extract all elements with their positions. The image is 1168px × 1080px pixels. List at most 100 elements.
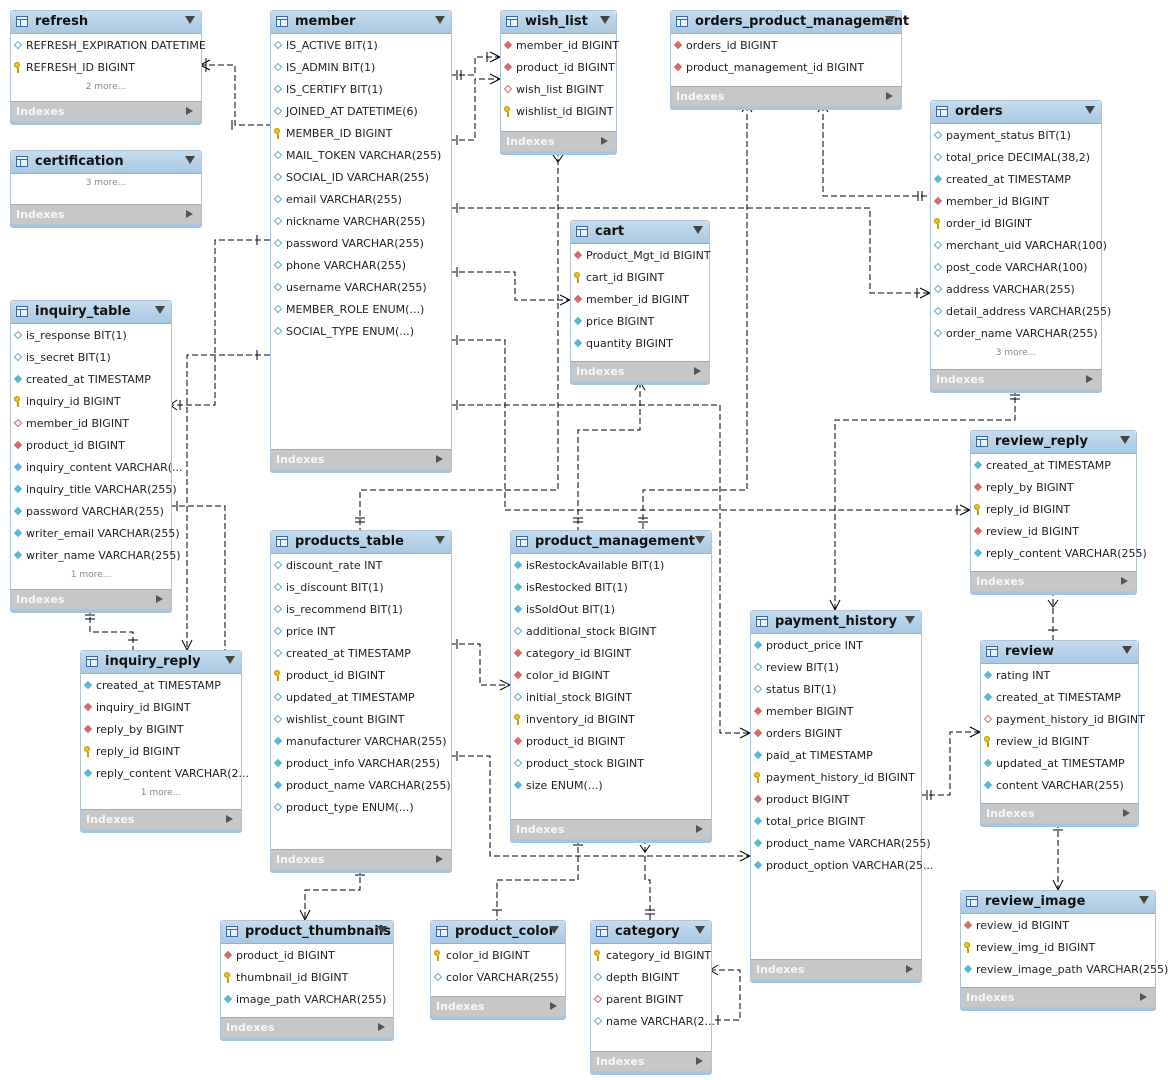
column-row[interactable]: additional_stock BIGINT <box>511 621 711 643</box>
column-row[interactable]: product_id BIGINT <box>511 731 711 753</box>
column-row[interactable]: SOCIAL_TYPE ENUM(...) <box>271 321 451 343</box>
more-columns-label[interactable]: 1 more... <box>140 788 182 798</box>
column-row[interactable]: product_id BIGINT <box>221 945 393 967</box>
column-row[interactable]: reply_content VARCHAR(2... <box>81 763 249 785</box>
column-row[interactable]: created_at TIMESTAMP <box>931 169 1101 191</box>
more-columns-label[interactable]: 1 more... <box>70 570 112 580</box>
column-row[interactable]: updated_at TIMESTAMP <box>271 687 451 709</box>
indexes-section[interactable]: Indexes <box>11 101 201 121</box>
expand-arrow-icon[interactable] <box>156 595 163 603</box>
indexes-section[interactable]: Indexes <box>501 131 616 151</box>
column-row[interactable]: nickname VARCHAR(255) <box>271 211 451 233</box>
column-row[interactable]: reply_by BIGINT <box>971 477 1136 499</box>
column-row[interactable]: inquiry_id BIGINT <box>11 391 171 413</box>
column-row[interactable]: Product_Mgt_id BIGINT <box>571 245 711 267</box>
chevron-down-icon[interactable] <box>1120 436 1130 444</box>
column-row[interactable]: created_at TIMESTAMP <box>271 643 451 665</box>
column-row[interactable]: IS_ACTIVE BIT(1) <box>271 35 451 57</box>
column-row[interactable]: phone VARCHAR(255) <box>271 255 451 277</box>
column-row[interactable]: reply_id BIGINT <box>81 741 241 763</box>
column-row[interactable]: inventory_id BIGINT <box>511 709 711 731</box>
indexes-section[interactable]: Indexes <box>271 849 451 869</box>
column-row[interactable]: content VARCHAR(255) <box>981 775 1138 797</box>
column-row[interactable]: MAIL_TOKEN VARCHAR(255) <box>271 145 451 167</box>
column-row[interactable]: is_secret BIT(1) <box>11 347 171 369</box>
expand-arrow-icon[interactable] <box>1086 375 1093 383</box>
column-row[interactable]: is_discount BIT(1) <box>271 577 451 599</box>
chevron-down-icon[interactable] <box>377 926 387 934</box>
column-row[interactable]: paid_at TIMESTAMP <box>751 745 921 767</box>
table-header[interactable]: member <box>271 11 451 34</box>
column-row[interactable]: color_id BIGINT <box>431 945 565 967</box>
column-row[interactable]: review_id BIGINT <box>961 915 1155 937</box>
indexes-section[interactable]: Indexes <box>511 819 711 839</box>
column-row[interactable]: is_response BIT(1) <box>11 325 171 347</box>
chevron-down-icon[interactable] <box>185 16 195 24</box>
expand-arrow-icon[interactable] <box>378 1023 385 1031</box>
table-header[interactable]: inquiry_reply <box>81 651 241 674</box>
chevron-down-icon[interactable] <box>435 16 445 24</box>
column-row[interactable]: cart_id BIGINT <box>571 267 709 289</box>
column-row[interactable]: orders_id BIGINT <box>671 35 901 57</box>
column-row[interactable]: IS_ADMIN BIT(1) <box>271 57 451 79</box>
chevron-down-icon[interactable] <box>600 16 610 24</box>
indexes-section[interactable]: Indexes <box>981 803 1138 823</box>
column-row[interactable]: product_id BIGINT <box>501 57 616 79</box>
chevron-down-icon[interactable] <box>905 616 915 624</box>
table-header[interactable]: products_table <box>271 531 451 554</box>
expand-arrow-icon[interactable] <box>1140 993 1147 1001</box>
column-row[interactable]: product_id BIGINT <box>11 435 171 457</box>
column-row[interactable]: member_id BIGINT <box>501 35 619 57</box>
column-row[interactable]: isRestocked BIT(1) <box>511 577 711 599</box>
column-row[interactable]: writer_name VARCHAR(255) <box>11 545 181 567</box>
chevron-down-icon[interactable] <box>155 306 165 314</box>
column-row[interactable]: inquiry_id BIGINT <box>81 697 241 719</box>
table-header[interactable]: orders <box>931 101 1101 124</box>
column-row[interactable]: reply_by BIGINT <box>81 719 241 741</box>
column-row[interactable]: thumbnail_id BIGINT <box>221 967 393 989</box>
indexes-section[interactable]: Indexes <box>751 959 921 979</box>
column-row[interactable]: REFRESH_EXPIRATION DATETIME <box>11 35 206 57</box>
column-row[interactable]: password VARCHAR(255) <box>271 233 451 255</box>
expand-arrow-icon[interactable] <box>694 367 701 375</box>
table-header[interactable]: payment_history <box>751 611 921 634</box>
column-row[interactable]: created_at TIMESTAMP <box>11 369 171 391</box>
expand-arrow-icon[interactable] <box>436 455 443 463</box>
column-row[interactable]: isSoldOut BIT(1) <box>511 599 711 621</box>
table-header[interactable]: product_management <box>511 531 711 554</box>
column-row[interactable]: product_name VARCHAR(255) <box>271 775 451 797</box>
column-row[interactable]: created_at TIMESTAMP <box>81 675 241 697</box>
column-row[interactable]: product_type ENUM(...) <box>271 797 451 819</box>
column-row[interactable]: parent BIGINT <box>591 989 711 1011</box>
column-row[interactable]: IS_CERTIFY BIT(1) <box>271 79 451 101</box>
column-row[interactable]: detail_address VARCHAR(255) <box>931 301 1111 323</box>
column-row[interactable]: MEMBER_ID BIGINT <box>271 123 451 145</box>
column-row[interactable]: total_price BIGINT <box>751 811 921 833</box>
column-row[interactable]: payment_status BIT(1) <box>931 125 1101 147</box>
table-header[interactable]: review_image <box>961 891 1155 914</box>
expand-arrow-icon[interactable] <box>226 815 233 823</box>
expand-arrow-icon[interactable] <box>1123 809 1130 817</box>
column-row[interactable]: review_image_path VARCHAR(255) <box>961 959 1168 981</box>
column-row[interactable]: product BIGINT <box>751 789 921 811</box>
column-row[interactable]: address VARCHAR(255) <box>931 279 1101 301</box>
chevron-down-icon[interactable] <box>435 536 445 544</box>
column-row[interactable]: wishlist_id BIGINT <box>501 101 616 123</box>
column-row[interactable]: product_management_id BIGINT <box>671 57 901 79</box>
expand-arrow-icon[interactable] <box>550 1002 557 1010</box>
column-row[interactable]: SOCIAL_ID VARCHAR(255) <box>271 167 451 189</box>
indexes-section[interactable]: Indexes <box>221 1017 393 1037</box>
more-columns-label[interactable]: 3 more... <box>995 348 1037 358</box>
column-row[interactable]: color_id BIGINT <box>511 665 711 687</box>
chevron-down-icon[interactable] <box>1085 106 1095 114</box>
column-row[interactable]: total_price DECIMAL(38,2) <box>931 147 1101 169</box>
column-row[interactable]: merchant_uid VARCHAR(100) <box>931 235 1107 257</box>
column-row[interactable]: reply_id BIGINT <box>971 499 1136 521</box>
